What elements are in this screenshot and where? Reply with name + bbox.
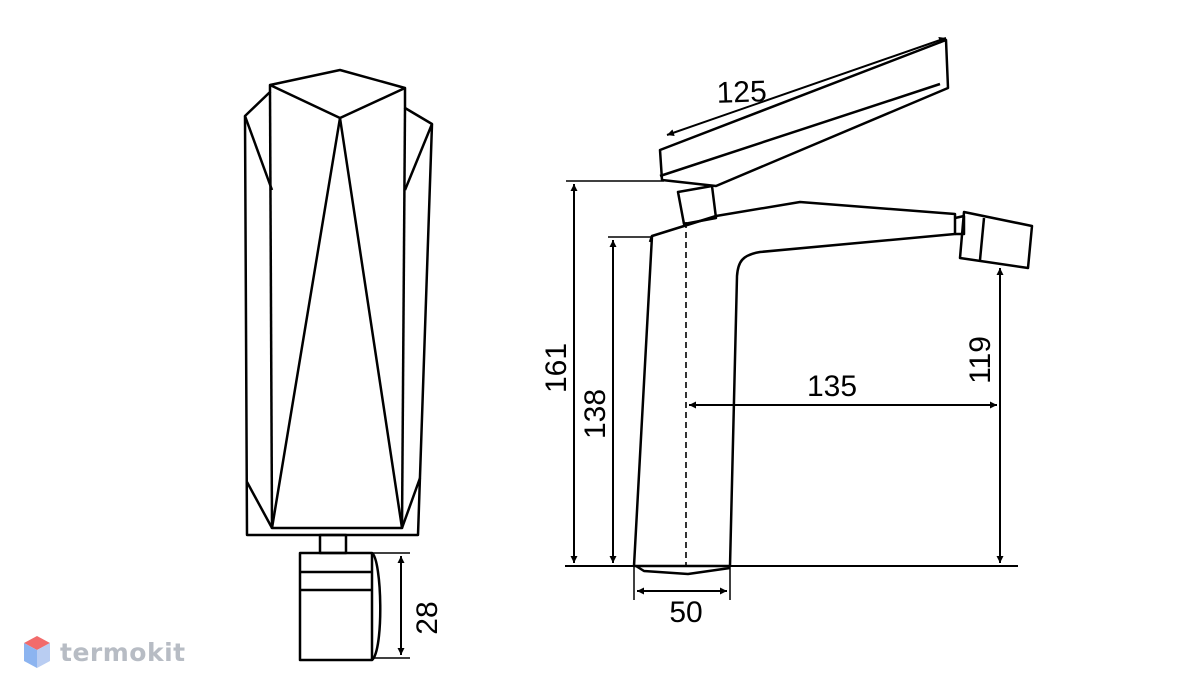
termokit-logo: termokit <box>22 634 186 670</box>
front-bottom-left <box>245 481 274 529</box>
front-center-ridge <box>270 116 404 530</box>
front-bottom-right <box>400 477 422 529</box>
side-base-foot <box>635 564 731 576</box>
front-stem <box>318 533 348 555</box>
cube-icon <box>24 636 50 668</box>
dimension-spout-height: 119 <box>964 268 1004 563</box>
front-left-face <box>268 91 274 529</box>
front-left-diagonal <box>243 115 274 191</box>
dimension-height-total: 161 <box>540 180 664 563</box>
dimension-handle-height: 28 <box>372 552 444 659</box>
dim-label-28: 28 <box>411 601 444 634</box>
side-view <box>632 38 1034 576</box>
front-handle-body <box>298 551 374 662</box>
dim-label-119: 119 <box>964 336 997 384</box>
front-handle-band <box>300 570 372 592</box>
front-view <box>243 68 434 662</box>
side-nozzle-facet <box>978 217 986 261</box>
dimension-spout-reach: 135 <box>689 370 997 409</box>
side-body-outline <box>632 200 957 568</box>
dim-label-138: 138 <box>579 389 612 439</box>
logo-brand-text: termokit <box>60 637 186 667</box>
side-lever-stem <box>676 184 718 226</box>
side-nozzle <box>958 210 1034 270</box>
dimension-spout-length: 125 <box>666 36 947 137</box>
dimension-height-body: 138 <box>579 236 652 563</box>
front-right-diagonal <box>403 123 434 191</box>
dim-label-125: 125 <box>716 75 767 110</box>
dim-label-161: 161 <box>540 343 573 393</box>
dim-label-50: 50 <box>669 596 702 629</box>
dim-label-135: 135 <box>807 370 857 403</box>
front-right-face <box>400 107 407 529</box>
front-top-facet <box>269 83 406 120</box>
side-lever <box>658 38 950 188</box>
side-lever-facet <box>659 82 941 178</box>
dimension-base-width: 50 <box>633 566 731 629</box>
front-handle-curve <box>370 551 382 661</box>
